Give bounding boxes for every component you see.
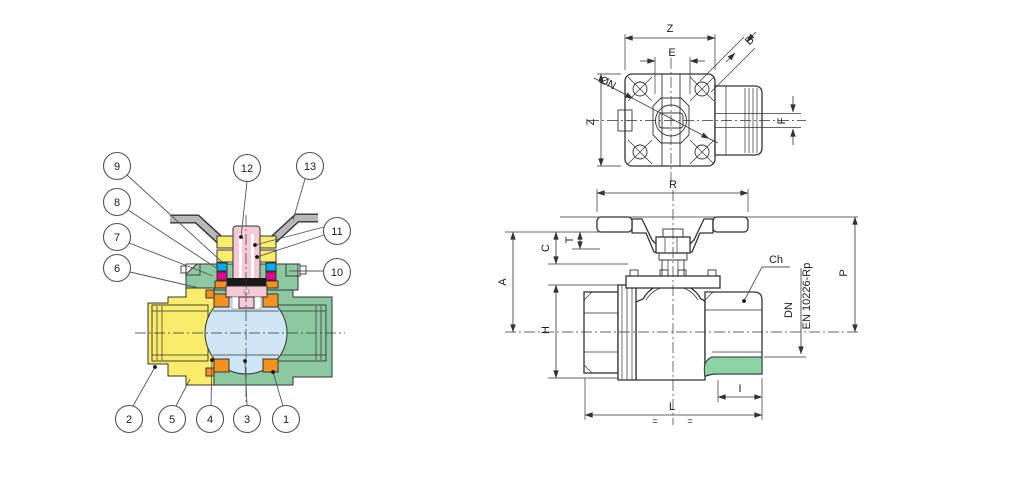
- balloon-8: 8: [102, 187, 132, 217]
- dim-c: C: [540, 231, 559, 265]
- handle-wing-left: [596, 216, 633, 233]
- stem-boss: [652, 97, 690, 144]
- balloon-4: 4: [195, 404, 225, 434]
- seal-cyan-left: [216, 262, 228, 272]
- cap-seal-top: [205, 289, 215, 299]
- cutaway-view: 9 8 7 6 12 13 11 10 2 5 4 3 1: [102, 151, 352, 434]
- dim-z-left: Z: [585, 73, 621, 167]
- svg-text:I: I: [738, 383, 741, 395]
- dim-i: I: [717, 378, 763, 420]
- svg-text:12: 12: [241, 163, 253, 175]
- svg-text:F: F: [776, 117, 788, 124]
- balloon-2: 2: [114, 404, 144, 434]
- thread-cutaway: [703, 356, 763, 377]
- seal-magenta-right: [265, 271, 277, 281]
- svg-text:EN 10226-Rp: EN 10226-Rp: [801, 263, 813, 330]
- svg-text:7: 7: [114, 232, 120, 244]
- balloon-3: 3: [232, 404, 262, 434]
- svg-text:A: A: [497, 278, 509, 286]
- gland-left-upper: [216, 235, 234, 249]
- lever-handle: [170, 213, 318, 245]
- svg-text:E: E: [668, 47, 675, 59]
- bolt-holes: [627, 76, 715, 165]
- svg-text:8: 8: [114, 197, 120, 209]
- dim-r: R: [596, 179, 749, 212]
- handle-wing-right: [712, 216, 749, 233]
- dim-a: A: [497, 231, 516, 333]
- svg-text:DN: DN: [783, 302, 795, 318]
- svg-text:1: 1: [283, 414, 289, 426]
- stop-pin: [180, 263, 201, 276]
- svg-text:4: 4: [207, 414, 213, 426]
- front-left-hex: [583, 291, 619, 374]
- stem-assembly: [214, 225, 279, 310]
- cap-seal-bottom: [205, 367, 215, 377]
- svg-text:P: P: [838, 269, 850, 276]
- label-ch: Ch: [742, 254, 790, 303]
- stem-tang: [238, 296, 255, 309]
- dim-e: E: [640, 47, 705, 94]
- svg-text:9: 9: [114, 161, 120, 173]
- svg-text:=: =: [687, 416, 693, 427]
- seal-cyan-right: [265, 262, 277, 272]
- seal-magenta-left: [216, 271, 228, 281]
- dim-t: T: [564, 231, 583, 250]
- seal-orange-left: [214, 280, 228, 289]
- front-view: R A C T H P Ch: [497, 179, 858, 427]
- front-body: [583, 282, 763, 381]
- dim-z-top: Z: [624, 23, 716, 70]
- seat-top-left: [213, 293, 230, 308]
- top-view: ØN Z E B Z: [585, 23, 806, 182]
- front-center-body: [635, 282, 706, 381]
- balloon-6: 6: [102, 253, 132, 283]
- thrust-washer: [227, 278, 266, 286]
- seat-bottom-right: [262, 358, 279, 373]
- label-thread-spec: DN EN 10226-Rp: [764, 263, 813, 358]
- svg-text:Ch: Ch: [769, 254, 783, 266]
- flange-bolt: [285, 263, 307, 277]
- svg-text:L: L: [669, 401, 675, 413]
- seal-orange-right: [265, 280, 279, 289]
- svg-text:2: 2: [126, 414, 132, 426]
- callout-leaders: [126, 174, 325, 407]
- seat-bottom-left: [213, 358, 230, 373]
- balloon-7: 7: [102, 222, 132, 252]
- svg-text:=: =: [652, 416, 658, 427]
- end-cap: [147, 287, 215, 386]
- svg-text:10: 10: [331, 267, 343, 279]
- balloon-13: 13: [295, 151, 325, 181]
- balloon-9: 9: [102, 151, 132, 181]
- balloon-5: 5: [157, 404, 187, 434]
- dim-h: H: [540, 284, 559, 379]
- svg-text:6: 6: [114, 263, 120, 275]
- svg-text:5: 5: [169, 414, 175, 426]
- svg-text:T: T: [564, 236, 576, 243]
- balloon-11: 11: [322, 216, 352, 246]
- svg-text:3: 3: [244, 414, 250, 426]
- svg-text:11: 11: [331, 226, 342, 238]
- front-handle: [596, 216, 749, 261]
- dim-f: F: [776, 96, 796, 145]
- balloon-10: 10: [322, 257, 352, 287]
- svg-text:B: B: [743, 34, 757, 48]
- top-view-threaded-end: [714, 85, 801, 156]
- dim-l: L = =: [584, 378, 763, 427]
- svg-text:C: C: [540, 244, 552, 252]
- svg-text:Z: Z: [667, 23, 674, 35]
- svg-text:R: R: [669, 179, 677, 191]
- svg-text:H: H: [540, 326, 552, 334]
- svg-text:13: 13: [304, 161, 316, 173]
- balloon-12: 12: [232, 153, 262, 183]
- balloon-1: 1: [271, 404, 301, 434]
- svg-text:Z: Z: [585, 118, 597, 125]
- dim-p: P: [838, 216, 858, 333]
